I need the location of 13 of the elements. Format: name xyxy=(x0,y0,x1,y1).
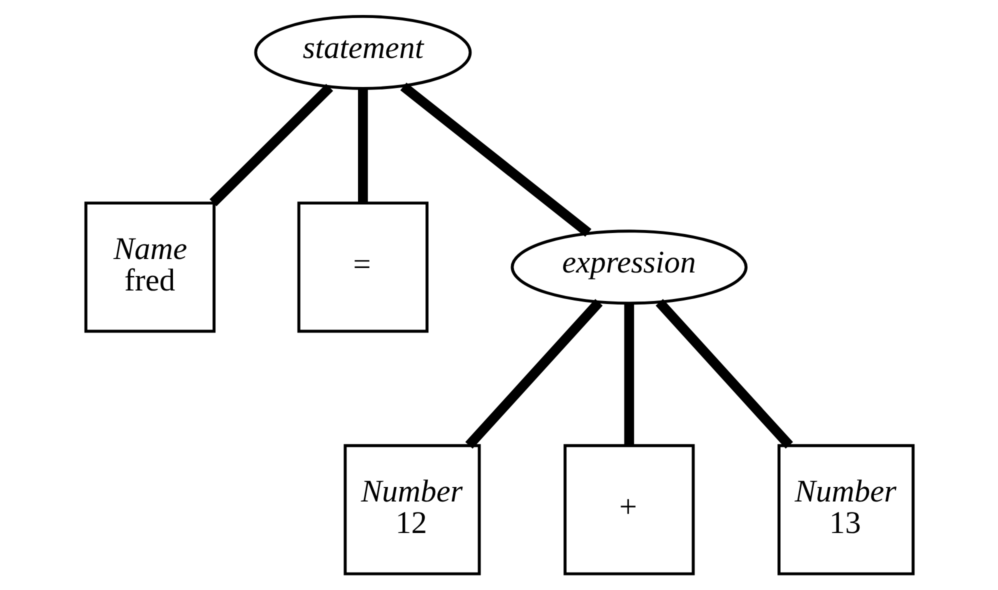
connector xyxy=(400,82,591,237)
node-box: + xyxy=(563,444,694,576)
node-box: Number 13 xyxy=(777,444,914,576)
connector xyxy=(358,89,368,204)
connector xyxy=(464,298,602,449)
node-box: = xyxy=(296,202,428,333)
connector xyxy=(655,298,792,449)
node-ellipse: statement xyxy=(254,14,472,90)
node-box: Number 12 xyxy=(343,444,480,576)
connector xyxy=(624,304,634,446)
node-ellipse: expression xyxy=(510,230,748,305)
node-box: Name fred xyxy=(84,202,216,333)
connector xyxy=(209,84,333,206)
